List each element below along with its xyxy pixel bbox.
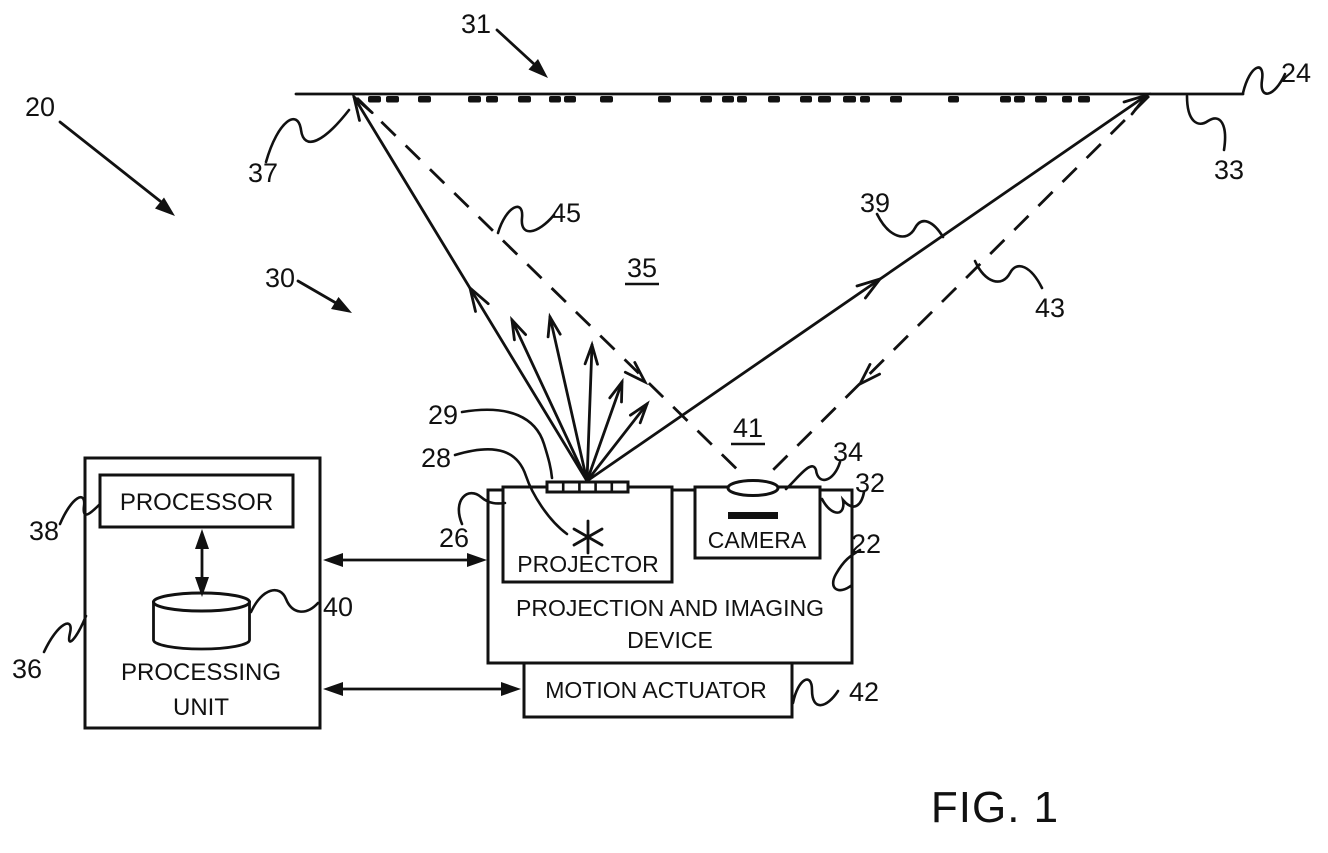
ref-label-30: 30 [265,263,295,293]
surface-pattern-dash [1078,96,1090,103]
surface-pattern-dash [518,96,531,103]
surface-pattern [368,96,1090,103]
surface-pattern-dash [860,96,870,103]
leader-29 [460,408,554,480]
leader-37 [264,108,351,164]
surface-pattern-dash [549,96,561,103]
surface-pattern-dash [368,96,381,103]
leader-32 [820,490,866,514]
light-source-asterisk [572,519,604,555]
processing-unit-label-line2: UNIT [173,694,229,721]
ray-39-mid-arrowhead [855,276,884,300]
ref-label-26: 26 [439,523,469,553]
ref-label-42: 42 [849,677,879,707]
ray-43-mid-arrowhead [856,362,881,388]
figure-caption: FIG. 1 [931,783,1059,832]
leader-28 [453,447,569,536]
surface-pattern-dash [800,96,812,103]
projector-label: PROJECTOR [517,551,658,577]
ray-45-mid-arrowhead [623,361,649,386]
surface-pattern-dash [890,96,902,103]
surface-pattern-dash [737,96,747,103]
leader-24 [1241,66,1287,95]
surface-pattern-dash [600,96,613,103]
ref-label-32: 32 [855,468,885,498]
ref-label-22: 22 [851,529,881,559]
projection-ray-fan [510,312,650,483]
camera-sensor-bar [728,512,778,519]
processor-memory-arrow [195,529,209,597]
surface-pattern-dash [1062,96,1072,103]
ref-label-34: 34 [833,437,863,467]
ref-label-35: 35 [627,253,657,283]
ref-label-37: 37 [248,158,278,188]
ref-label-20: 20 [25,92,55,122]
pointer-arrow-20 [58,120,175,216]
surface-pattern-dash [658,96,671,103]
ref-label-28: 28 [421,443,451,473]
ref-label-40: 40 [323,592,353,622]
motion-actuator-label: MOTION ACTUATOR [545,677,767,703]
surface-pattern-dash [768,96,780,103]
camera-box [693,485,822,560]
surface-pattern-dash [948,96,959,103]
device-label-line1: PROJECTION AND IMAGING [516,595,824,621]
ref-label-36: 36 [12,654,42,684]
leader-26 [457,491,507,526]
memory-cylinder [152,591,251,651]
leader-36 [42,614,88,654]
processing-unit-label-line1: PROCESSING [121,659,281,686]
pointer-arrow-31 [495,28,548,78]
processor-box [98,473,295,529]
projection-ray-39 [585,92,1151,483]
ref-label-31: 31 [461,9,491,39]
surface-pattern-dash [722,96,734,103]
projector-emitter-strip [545,480,630,494]
surface-pattern-dash [468,96,481,103]
surface-pattern-dash [1000,96,1011,103]
ref-label-41: 41 [733,413,763,443]
surface-pattern-dash [843,96,856,103]
leader-34 [784,460,842,491]
surface-pattern-dash [818,96,831,103]
processor-label: PROCESSOR [120,489,273,516]
camera-fov-ray-45 [356,96,746,479]
device-label-line2: DEVICE [627,627,713,653]
bus-arrow-actuator [323,682,521,696]
ref-label-43: 43 [1035,293,1065,323]
leader-33 [1185,94,1227,152]
ray-37-mid-arrowhead [467,284,490,313]
leader-38 [58,495,102,526]
camera-fov-ray-43 [765,95,1150,478]
surface-pattern-dash [418,96,431,103]
camera-lens [726,479,780,497]
surface-pattern-dash [700,96,712,103]
surface-pattern-dash [564,96,576,103]
leader-45 [496,205,556,235]
pointer-arrow-30 [296,279,352,313]
camera-label: CAMERA [708,527,807,553]
leader-22 [831,548,862,592]
ref-label-39: 39 [860,188,890,218]
motion-actuator-box [522,661,794,719]
leader-39 [875,212,945,239]
ref-label-38: 38 [29,516,59,546]
surface-pattern-dash [386,96,399,103]
leader-43 [973,259,1044,290]
leader-42 [791,678,840,707]
ref-label-33: 33 [1214,155,1244,185]
leader-40 [249,588,320,614]
ref-label-24: 24 [1281,58,1311,88]
surface-pattern-dash [1035,96,1047,103]
ref-label-29: 29 [428,400,458,430]
surface-pattern-dash [486,96,498,103]
bus-arrow-device [323,553,487,567]
surface-pattern-dash [1014,96,1025,103]
ref-label-45: 45 [551,198,581,228]
